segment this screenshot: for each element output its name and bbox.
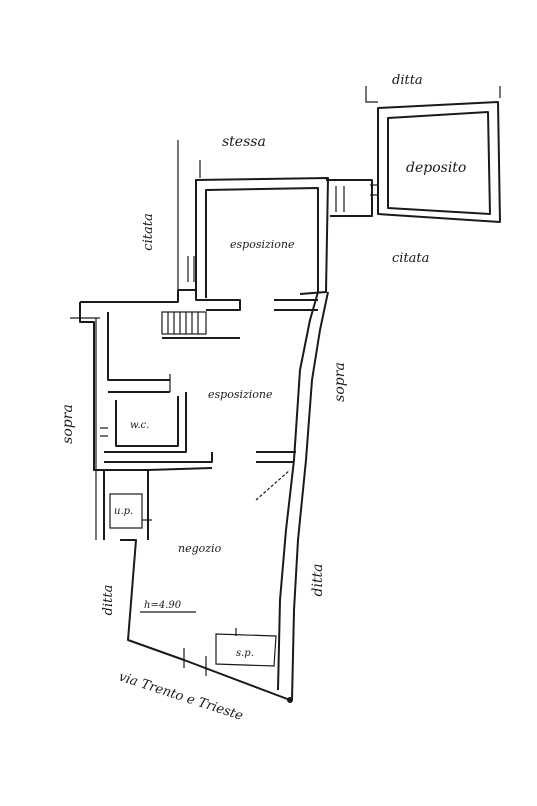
label-ditta-top: ditta — [392, 73, 423, 88]
label-up: u.p. — [114, 506, 133, 517]
label-wc: w.c. — [130, 420, 149, 431]
label-height: h=4.90 — [144, 600, 182, 611]
staircase — [161, 311, 240, 339]
negozio-partition — [104, 452, 213, 540]
room-up — [109, 493, 152, 529]
label-negozio: negozio — [178, 542, 222, 555]
label-sp: s.p. — [236, 648, 254, 659]
room-esposizione-middle — [256, 451, 296, 463]
label-esposizione-middle: esposizione — [208, 388, 273, 401]
room-sp — [215, 628, 277, 667]
label-sopra-right: sopra — [332, 362, 348, 402]
main-building — [79, 289, 329, 701]
room-wc — [100, 374, 187, 453]
label-esposizione-upper: esposizione — [230, 238, 295, 251]
label-ditta-right: ditta — [310, 563, 326, 596]
label-ditta-left: ditta — [101, 585, 116, 616]
deposito-building — [365, 86, 501, 223]
room-negozio — [140, 469, 291, 613]
label-stessa: stessa — [222, 134, 266, 150]
label-street: via Trento e Trieste — [117, 670, 245, 724]
label-citata-left: citata — [141, 213, 156, 250]
label-sopra-left: sopra — [60, 404, 76, 444]
label-citata-right: citata — [392, 251, 429, 266]
boundary-lines — [70, 140, 201, 540]
connector-passage — [326, 179, 373, 217]
label-deposito: deposito — [406, 160, 466, 176]
